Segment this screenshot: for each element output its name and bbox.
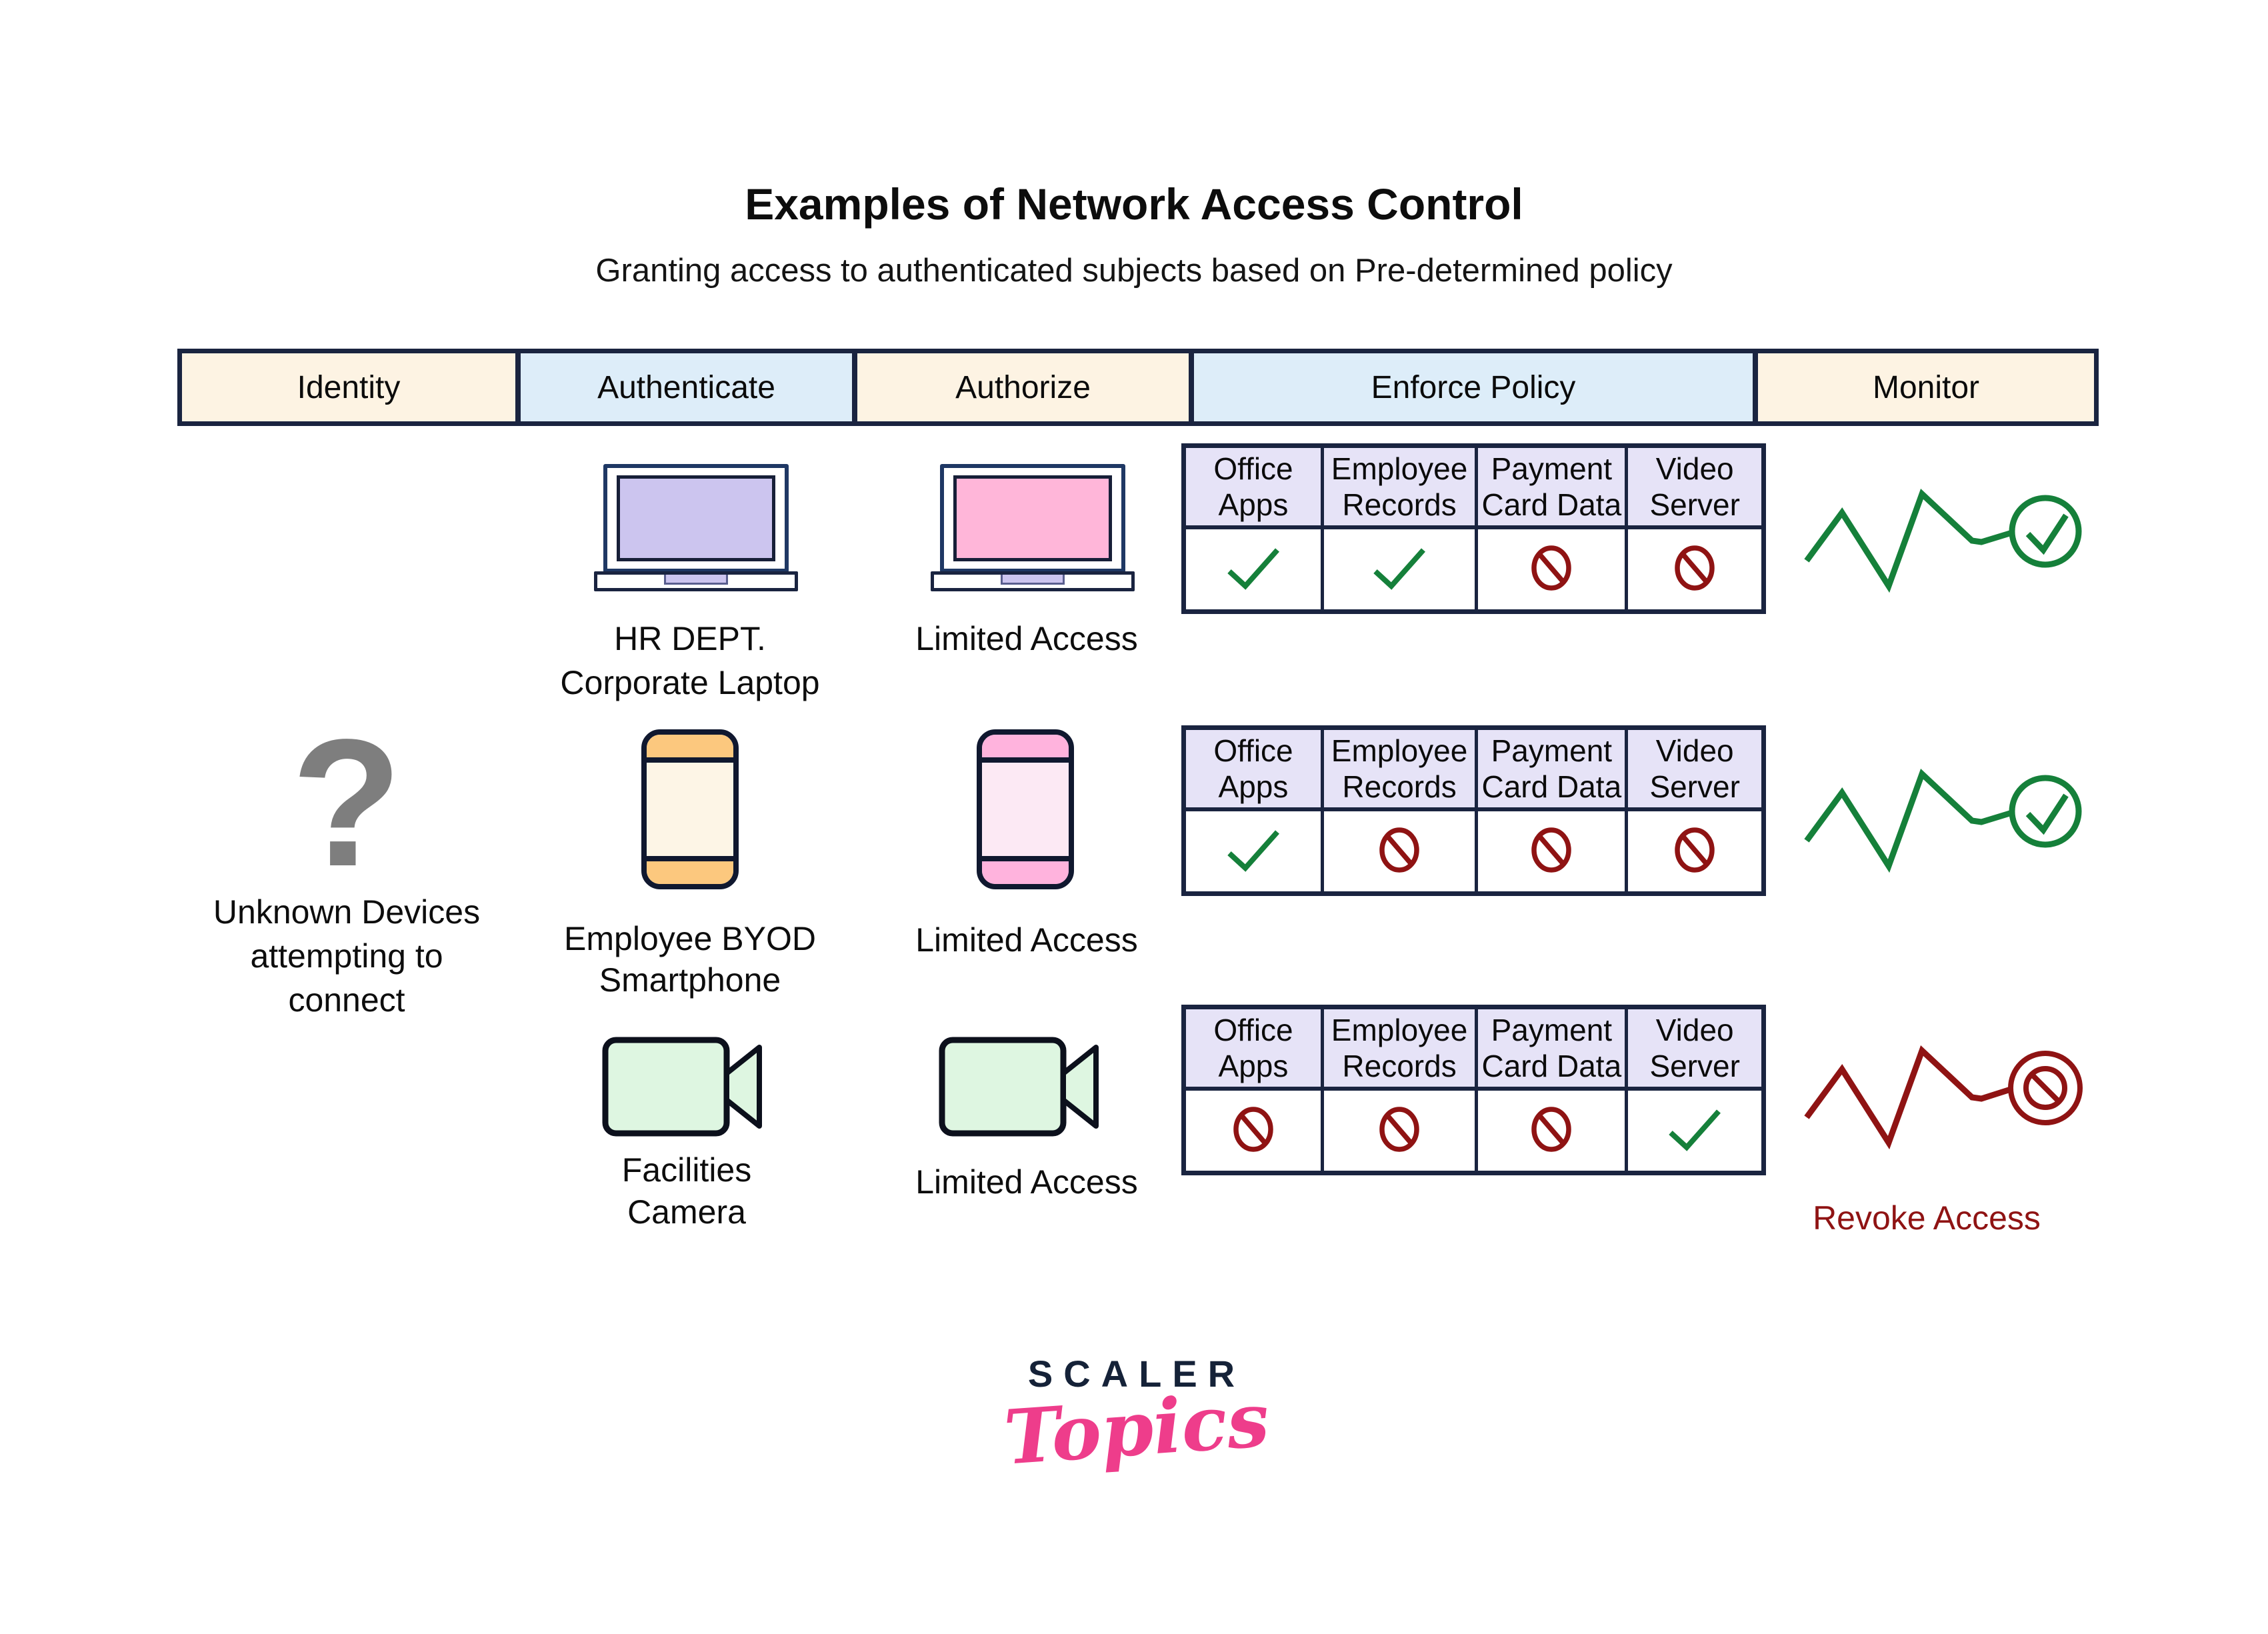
laptop-base bbox=[594, 571, 798, 591]
monitor-graph-row2 bbox=[1800, 766, 2093, 879]
question-mark-icon: ? bbox=[291, 701, 403, 904]
header-authorize: Authorize bbox=[853, 349, 1193, 426]
deny-icon bbox=[1377, 1104, 1421, 1158]
header-enforce-policy: Enforce Policy bbox=[1189, 349, 1757, 426]
identity-caption-line: connect bbox=[288, 981, 405, 1019]
authenticate-caption-row2: Employee BYOD Smartphone bbox=[527, 918, 853, 1001]
scaler-logo-wordmark: SCALER bbox=[1027, 1353, 1246, 1395]
policy-cell bbox=[1186, 1091, 1321, 1171]
deny-icon bbox=[1529, 825, 1573, 879]
camera-limited-icon bbox=[939, 1037, 1102, 1140]
laptop-icon bbox=[594, 464, 798, 592]
caption-line: Camera bbox=[627, 1193, 746, 1231]
smartphone-limited-icon bbox=[977, 729, 1074, 889]
policy-cell bbox=[1475, 1091, 1625, 1171]
caption-line: Facilities bbox=[621, 1151, 752, 1189]
activity-ok-icon bbox=[1800, 489, 2093, 602]
header-identity: Identity bbox=[177, 349, 520, 426]
deny-icon bbox=[1529, 1104, 1573, 1158]
deny-icon bbox=[1529, 543, 1573, 597]
monitor-graph-row3 bbox=[1800, 1043, 2093, 1156]
laptop-trackpad bbox=[664, 575, 728, 585]
header-monitor: Monitor bbox=[1753, 349, 2099, 426]
laptop-monitor bbox=[603, 464, 789, 573]
caption-line: Employee BYOD bbox=[564, 920, 816, 957]
caption-line: HR DEPT. bbox=[614, 620, 766, 657]
check-icon bbox=[1224, 827, 1283, 877]
laptop-monitor bbox=[940, 464, 1125, 573]
check-icon bbox=[1370, 545, 1429, 595]
identity-caption: Unknown Devices attempting to connect bbox=[173, 890, 520, 1022]
authorize-caption-row1: Limited Access bbox=[915, 620, 1138, 657]
policy-cell bbox=[1475, 529, 1625, 609]
check-icon bbox=[1665, 1106, 1724, 1156]
deny-icon bbox=[1377, 825, 1421, 879]
activity-ok-icon bbox=[1800, 769, 2093, 882]
laptop-screen bbox=[953, 475, 1112, 561]
page-subtitle: Granting access to authenticated subject… bbox=[595, 253, 1673, 289]
caption-line: Smartphone bbox=[599, 961, 781, 999]
policy-cell bbox=[1186, 811, 1321, 891]
activity-revoke-icon bbox=[1800, 1045, 2093, 1159]
header-authenticate-label: Authenticate bbox=[597, 369, 775, 405]
camera-icon bbox=[602, 1037, 765, 1140]
policy-cell bbox=[1320, 811, 1475, 891]
policy-cell bbox=[1320, 529, 1475, 609]
laptop-screen bbox=[617, 475, 775, 561]
revoke-access-label: Revoke Access bbox=[1813, 1199, 2041, 1237]
header-monitor-label: Monitor bbox=[1872, 369, 1980, 405]
laptop-limited-icon bbox=[931, 464, 1135, 592]
policy-cell bbox=[1625, 1091, 1761, 1171]
deny-icon bbox=[1673, 543, 1717, 597]
phone-bottom-cap bbox=[982, 856, 1069, 884]
deny-icon bbox=[1673, 825, 1717, 879]
policy-cell bbox=[1625, 811, 1761, 891]
header-authorize-label: Authorize bbox=[955, 369, 1091, 405]
smartphone-icon bbox=[641, 729, 739, 889]
header-identity-label: Identity bbox=[297, 369, 401, 405]
phone-bottom-cap bbox=[647, 856, 733, 884]
phone-top-cap bbox=[982, 735, 1069, 763]
identity-caption-line: Unknown Devices bbox=[213, 893, 481, 931]
caption-line: Corporate Laptop bbox=[560, 664, 820, 701]
laptop-base bbox=[931, 571, 1135, 591]
phone-top-cap bbox=[647, 735, 733, 763]
authorize-caption-row3: Limited Access bbox=[915, 1163, 1138, 1201]
header-enforce-policy-label: Enforce Policy bbox=[1371, 369, 1576, 405]
check-icon bbox=[1224, 545, 1283, 595]
authorize-caption-row2: Limited Access bbox=[915, 921, 1138, 959]
identity-caption-line: attempting to bbox=[250, 937, 443, 975]
policy-cell bbox=[1625, 529, 1761, 609]
laptop-trackpad bbox=[1001, 575, 1065, 585]
deny-icon bbox=[1231, 1104, 1275, 1158]
authenticate-caption-row1: HR DEPT. Corporate Laptop bbox=[547, 617, 833, 705]
page-title: Examples of Network Access Control bbox=[745, 179, 1523, 229]
monitor-graph-row1 bbox=[1800, 486, 2093, 599]
policy-cell bbox=[1475, 811, 1625, 891]
header-authenticate: Authenticate bbox=[516, 349, 857, 426]
policy-cell bbox=[1186, 529, 1321, 609]
policy-cell bbox=[1320, 1091, 1475, 1171]
authenticate-caption-row3: Facilities Camera bbox=[553, 1149, 820, 1233]
